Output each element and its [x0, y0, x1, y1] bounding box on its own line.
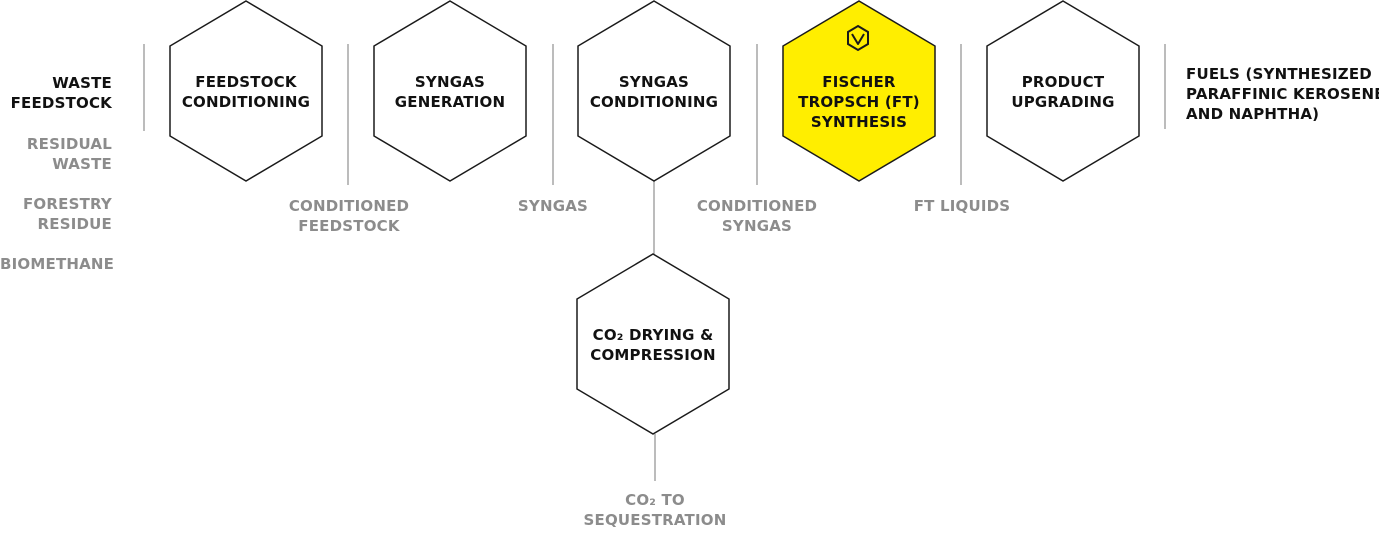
hexagon-co2-drying-compression — [576, 253, 730, 435]
input-source-forestry-residue: FORESTRY RESIDUE — [22, 195, 112, 233]
step-label-syngas-conditioning: SYNGAS CONDITIONING — [589, 73, 719, 111]
intermediate-conditioned-feedstock: CONDITIONED FEEDSTOCK — [288, 197, 410, 235]
hexagon-feedstock-conditioning — [169, 0, 323, 182]
hexagon-syngas-generation — [373, 0, 527, 182]
step-label-syngas-generation: SYNGAS GENERATION — [394, 73, 506, 111]
hexagon-ft-synthesis — [782, 0, 936, 182]
step-label-product-upgrading: PRODUCT UPGRADING — [1011, 73, 1115, 111]
step-label-feedstock-conditioning: FEEDSTOCK CONDITIONING — [181, 73, 311, 111]
step-label-co2-drying-compression: CO₂ DRYING & COMPRESSION — [590, 326, 716, 364]
output-fuels: FUELS (SYNTHESIZED PARAFFINIC KEROSENE A… — [1186, 65, 1379, 123]
intermediate-ft-liquids: FT LIQUIDS — [913, 197, 1011, 215]
input-title: WASTE FEEDSTOCK — [10, 74, 112, 112]
input-source-biomethane: BIOMETHANE — [0, 255, 115, 273]
hexagon-syngas-conditioning — [577, 0, 731, 182]
step-label-ft-synthesis: FISCHER TROPSCH (FT) SYNTHESIS — [798, 73, 920, 131]
intermediate-conditioned-syngas: CONDITIONED SYNGAS — [696, 197, 818, 235]
intermediate-syngas: SYNGAS — [517, 197, 589, 215]
hexagon-logo-icon — [847, 24, 869, 52]
hexagon-product-upgrading — [986, 0, 1140, 182]
branch-output-co2-sequestration: CO₂ TO SEQUESTRATION — [583, 491, 727, 529]
input-source-residual-waste: RESIDUAL WASTE — [26, 135, 112, 173]
